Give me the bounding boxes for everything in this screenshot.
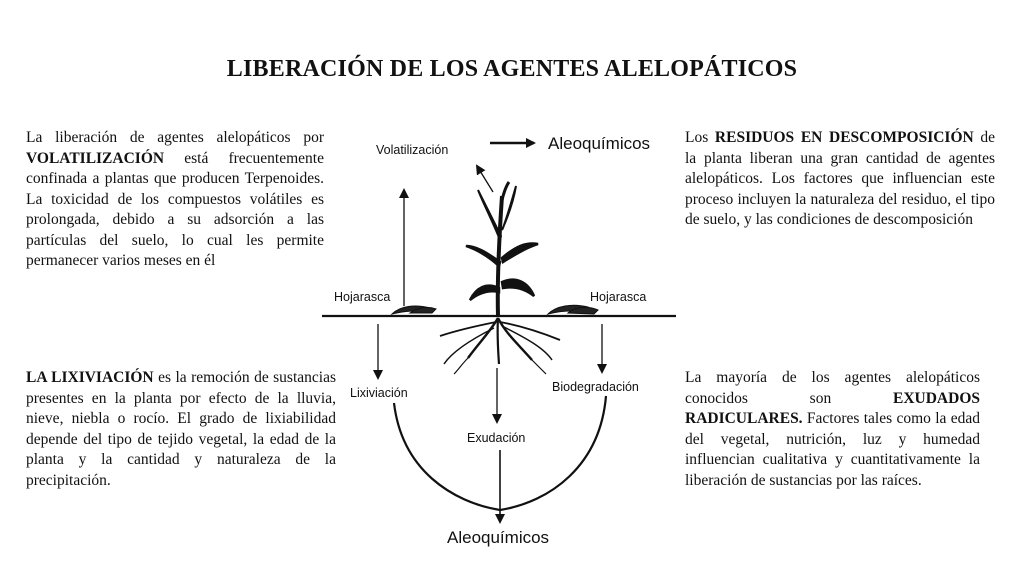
exudates-text-post: Factores tales como la edad del vegetal,… [685, 410, 980, 489]
exudates-keyword: EXUDADOS RADICULARES. [685, 389, 980, 428]
allelochemicals-top-label: Aleoquímicos [548, 134, 650, 153]
residues-keyword: RESIDUOS EN DESCOMPOSICIÓN [714, 129, 974, 146]
litter-left-icon [390, 305, 437, 315]
volatilization-label: Volatilización [376, 143, 448, 157]
exudates-paragraph: La mayoría de los agentes alelopáticos c… [685, 368, 980, 491]
roots-icon [439, 317, 561, 375]
volatilization-paragraph: La liberación de agentes alelopáticos po… [26, 128, 324, 272]
residues-text-post: de la planta liberan una gran cantidad d… [685, 129, 996, 228]
leaching-paragraph: LA LIXIVIACIÓN es la remoción de sustanc… [26, 368, 336, 491]
slide-title: LIBERACIÓN DE LOS AGENTES ALELOPÁTICOS [226, 56, 798, 82]
plant-icon [465, 181, 539, 317]
converging-arcs [392, 395, 608, 524]
volatilization-arrow [475, 164, 494, 193]
residues-text-pre: Los [685, 129, 715, 146]
exudates-text-pre: La mayoría de los agentes alelopáticos c… [685, 369, 980, 407]
biodegradation-label: Biodegradación [552, 380, 639, 394]
litter-right-label: Hojarasca [590, 290, 646, 304]
leaching-keyword: LA LIXIVIACIÓN [26, 369, 154, 386]
volatilization-text-pre: La liberación de agentes alelopáticos po… [26, 129, 324, 146]
leaching-label: Lixiviación [350, 386, 408, 400]
volatilization-keyword: VOLATILIZACIÓN [26, 149, 165, 167]
volatilization-text-post: está frecuentemente confinada a plantas … [26, 149, 324, 270]
allelochemicals-bottom-label: Aleoquímicos [447, 528, 549, 547]
leaching-text-post: es la remoción de sustancias presentes e… [26, 369, 336, 489]
residues-paragraph: Los RESIDUOS EN DESCOMPOSICIÓN de la pla… [685, 128, 995, 231]
litter-left-label: Hojarasca [334, 290, 390, 304]
exudation-label: Exudación [467, 431, 525, 445]
litter-right-icon [546, 304, 599, 315]
